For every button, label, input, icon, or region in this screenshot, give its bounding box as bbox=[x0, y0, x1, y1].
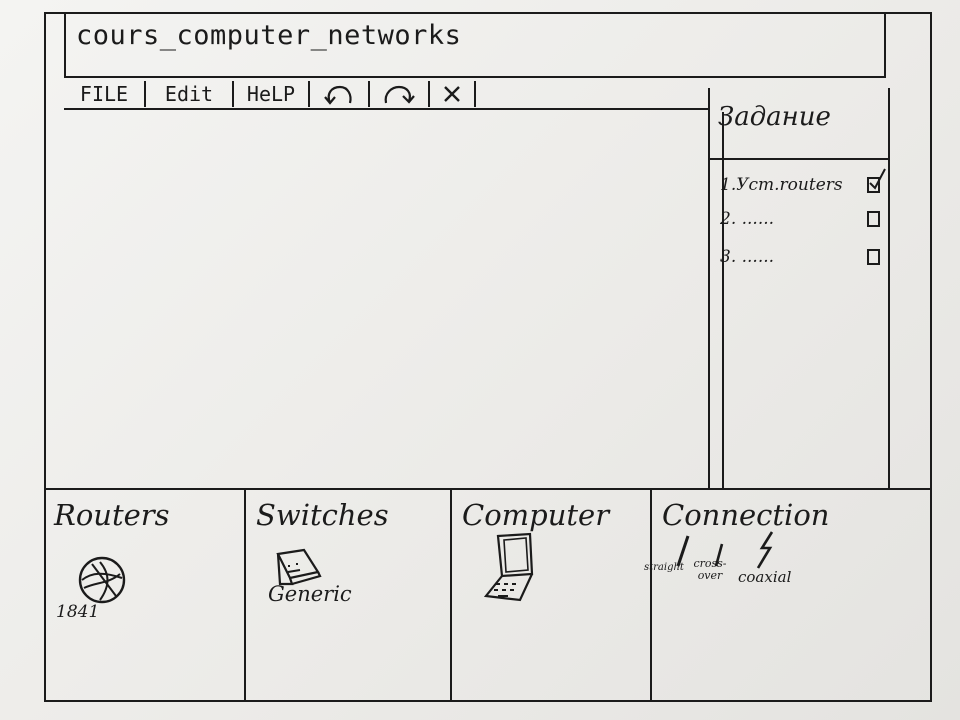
task-panel-header: Задание bbox=[710, 88, 888, 160]
palette-title: Computer bbox=[462, 498, 610, 532]
task-panel-title: Задание bbox=[718, 102, 831, 132]
menu-edit[interactable]: Edit bbox=[146, 81, 234, 107]
laptop-icon[interactable] bbox=[480, 530, 550, 604]
task-checkbox-3[interactable] bbox=[867, 249, 880, 265]
straight-cable-icon[interactable] bbox=[674, 534, 694, 568]
palette-title: Routers bbox=[54, 498, 170, 532]
router-icon[interactable] bbox=[70, 552, 134, 608]
coaxial-cable-label: coaxial bbox=[738, 568, 792, 586]
palette-computer: Computer bbox=[452, 490, 652, 702]
redo-button[interactable] bbox=[370, 81, 430, 107]
palette-title: Switches bbox=[256, 498, 389, 532]
close-button[interactable] bbox=[430, 81, 476, 107]
palette-routers: Routers 1841 bbox=[44, 490, 246, 702]
menu-help[interactable]: HeLP bbox=[234, 81, 310, 107]
checkmark-icon bbox=[869, 168, 886, 190]
window-title: cours_computer_networks bbox=[76, 20, 462, 51]
app-window bbox=[44, 12, 932, 702]
task-panel: Задание 1.Уст.routers 2. ...... 3. .....… bbox=[708, 88, 890, 490]
undo-icon bbox=[324, 85, 352, 105]
coaxial-cable-icon[interactable] bbox=[752, 530, 780, 570]
redo-icon bbox=[384, 85, 415, 104]
task-label: 2. ...... bbox=[720, 209, 775, 229]
straight-cable-label: straight bbox=[644, 562, 684, 573]
task-item-3: 3. ...... bbox=[720, 244, 880, 270]
menu-bar: FILE Edit HeLP bbox=[64, 80, 708, 110]
switch-model-label: Generic bbox=[268, 582, 352, 606]
close-icon bbox=[444, 86, 460, 102]
switch-icon[interactable] bbox=[274, 542, 326, 588]
palette-switches: Switches Generic bbox=[246, 490, 452, 702]
task-label: 1.Уст.routers bbox=[720, 175, 843, 195]
palette-connection: Connection straight cross-over coaxial bbox=[644, 490, 930, 702]
palette-title: Connection bbox=[662, 498, 830, 532]
task-item-2: 2. ...... bbox=[720, 206, 880, 232]
crossover-cable-icon[interactable] bbox=[712, 542, 728, 568]
workspace-canvas[interactable] bbox=[64, 112, 724, 488]
device-palette-bar: Routers 1841 Switches Generic Computer bbox=[44, 488, 932, 702]
menu-file[interactable]: FILE bbox=[64, 81, 146, 107]
task-item-1: 1.Уст.routers bbox=[720, 168, 886, 198]
router-model-label: 1841 bbox=[56, 602, 100, 622]
title-bar: cours_computer_networks bbox=[64, 14, 886, 78]
task-checkbox-2[interactable] bbox=[867, 211, 880, 227]
task-checkbox-1[interactable] bbox=[867, 168, 886, 193]
undo-button[interactable] bbox=[310, 81, 370, 107]
crossover-cable-label: cross-over bbox=[693, 557, 727, 582]
task-label: 3. ...... bbox=[720, 247, 775, 267]
